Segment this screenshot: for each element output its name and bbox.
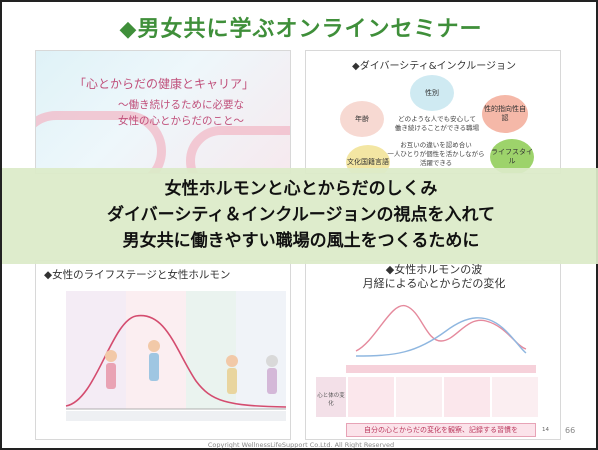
inner-page-number: 14	[542, 427, 549, 433]
banner-line-2: ダイバーシティ＆インクルージョンの視点を入れて	[107, 205, 495, 225]
copyright-text: Copyright WellnessLifeSupport Co.Ltd. Al…	[207, 441, 395, 449]
banner-line-3: 男女共に働きやすい職場の風土をつくるために	[122, 231, 480, 251]
cover-subtitle: ～働き続けるために必要な 女性の心とからだのこと～	[118, 99, 244, 127]
page-number: 66	[565, 426, 576, 435]
lifestage-title: ◆女性のライフステージと女性ホルモン	[44, 269, 231, 281]
diversity-title: ◆ダイバーシティ&インクルージョン	[352, 61, 516, 72]
ribbon-decoration	[186, 126, 290, 173]
circle-lifestyle: ライフスタイル	[490, 139, 534, 173]
cycle-wave-graphic	[316, 305, 538, 417]
overlay-banner: 女性ホルモンと心とからだのしくみ ダイバーシティ＆インクルージョンの視点を入れて…	[2, 168, 598, 264]
cover-title: 「心とからだの健康とキャリア」	[73, 77, 254, 91]
circle-age: 年齢	[340, 101, 384, 137]
banner-line-1: 女性ホルモンと心とからだのしくみ	[164, 179, 438, 199]
cycle-title: ◆女性ホルモンの波 月経による心とからだの変化	[362, 263, 506, 290]
diversity-center-text: どのような人でも安心して 働き続けることができる職場	[394, 115, 480, 132]
cycle-footer-note: 自分の心とからだの変化を観察、記録する習慣を	[346, 423, 536, 437]
diversity-panel: ◆ダイバーシティ&インクルージョン 性別 年齢 性的指向性自認 ライフスタイル …	[305, 50, 561, 174]
cycle-row-label: 心と体の変化	[317, 393, 345, 407]
diversity-center-text-2: お互いの違いを認め合い 一人ひとりが個性を活かしながら 活躍できる	[387, 141, 485, 167]
menstrual-cycle-panel: ◆女性ホルモンの波 月経による心とからだの変化 心と体の変化 自分の心とからだの…	[305, 260, 561, 440]
ribbon-decoration	[36, 111, 166, 173]
hormone-curve-graphic	[65, 291, 287, 421]
seminar-cover-panel: 「心とからだの健康とキャリア」 ～働き続けるために必要な 女性の心とからだのこと…	[35, 50, 291, 174]
slide-title: ◆男女共に学ぶオンラインセミナー	[119, 17, 483, 42]
circle-gender: 性別	[410, 75, 454, 111]
circle-orientation: 性的指向性自認	[482, 95, 528, 133]
lifestage-hormone-panel: ◆女性のライフステージと女性ホルモン	[35, 260, 291, 440]
